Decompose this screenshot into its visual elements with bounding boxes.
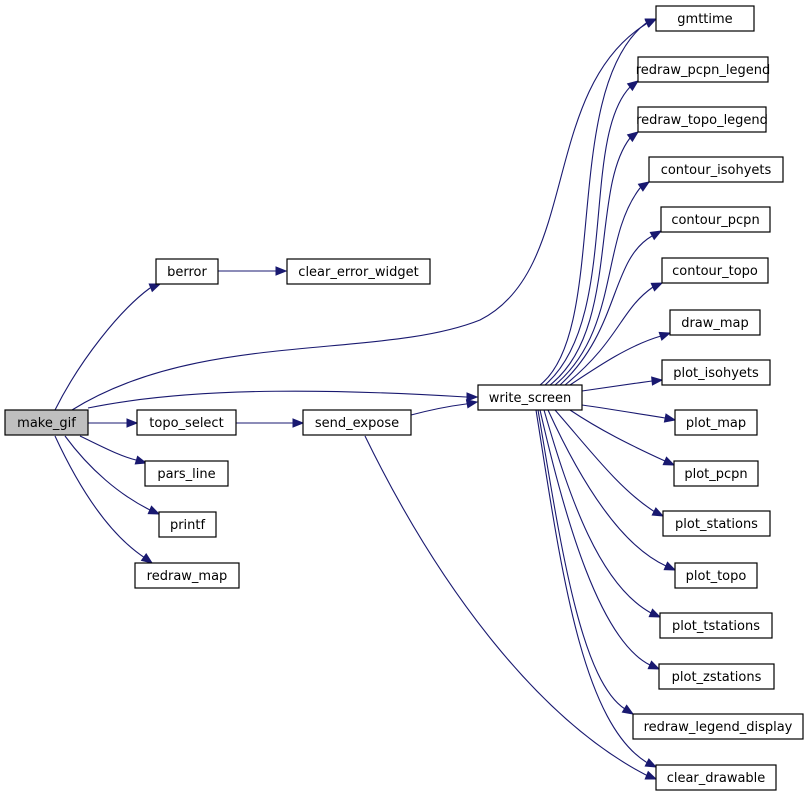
edge-write_screen-redraw_pcpn_legend [544,80,640,386]
edge-send_expose-clear_drawable [364,435,658,780]
edge-write_screen-plot_topo [547,409,677,571]
node-label: make_gif [17,416,76,431]
node-label: draw_map [681,316,749,331]
edge-write_screen-plot_zstations [539,409,661,670]
edge-write_screen-plot_tstations [543,409,662,618]
node-label: write_screen [489,391,571,406]
node-topo-select[interactable]: topo_select [136,409,237,436]
edge-write_screen-plot_map [581,404,677,423]
node-label: plot_zstations [672,670,762,685]
edge-make_gif-gmttime [71,18,658,411]
edge-make_gif-berror [54,283,162,411]
node-label: clear_drawable [667,771,766,786]
edge-write_screen-redraw_legend_display [537,409,635,715]
node-label: redraw_map [147,569,228,584]
edge-write_screen-clear_drawable [535,409,658,768]
edges [54,18,677,780]
edge-write_screen-draw_map [569,331,672,386]
node-label: topo_select [149,416,223,431]
node-plot-map[interactable]: plot_map [674,409,758,436]
node-label: send_expose [315,416,399,431]
node-redraw-legend-display[interactable]: redraw_legend_display [632,713,804,740]
edge-make_gif-topo_select [88,418,139,428]
edge-write_screen-plot_isohyets [581,376,664,392]
edge-make_gif-pars_line [79,435,148,465]
node-write-screen[interactable]: write_screen [477,384,583,411]
node-label: contour_topo [672,264,758,279]
node-label: plot_isohyets [673,366,759,381]
node-pars-line[interactable]: pars_line [144,460,229,487]
node-label: gmttime [677,12,732,27]
edge-write_screen-contour_isohyets [554,181,651,386]
edge-write_screen-plot_pcpn [569,409,676,466]
node-clear-drawable[interactable]: clear_drawable [655,764,777,791]
edge-write_screen-gmttime [539,18,658,386]
node-label: contour_pcpn [671,213,759,228]
edge-write_screen-contour_pcpn [559,230,663,386]
node-clear-error-widget[interactable]: clear_error_widget [286,258,431,285]
node-label: contour_isohyets [661,163,772,178]
node-contour-isohyets[interactable]: contour_isohyets [648,156,784,183]
nodes: make_gif berror clear_error_widget topo_sel… [4,5,804,791]
node-plot-topo[interactable]: plot_topo [674,562,758,589]
edge-make_gif-write_screen [87,390,479,409]
node-label: plot_pcpn [684,467,747,482]
node-label: printf [170,518,206,533]
node-label: pars_line [157,467,215,482]
node-plot-zstations[interactable]: plot_zstations [658,663,775,690]
node-label: redraw_pcpn_legend [636,63,771,78]
node-label: redraw_legend_display [644,720,793,735]
node-contour-topo[interactable]: contour_topo [661,257,769,284]
node-plot-pcpn[interactable]: plot_pcpn [673,460,759,487]
edge-send_expose-write_screen [410,399,479,416]
node-label: berror [167,265,207,280]
edge-make_gif-redraw_map [54,435,154,564]
node-draw-map[interactable]: draw_map [669,309,761,336]
edge-write_screen-contour_topo [564,282,664,386]
node-printf[interactable]: printf [158,511,217,538]
node-label: plot_tstations [672,619,760,634]
node-label: redraw_topo_legend [636,113,768,128]
node-redraw-pcpn-legend[interactable]: redraw_pcpn_legend [636,56,771,83]
node-plot-tstations[interactable]: plot_tstations [659,612,773,639]
node-send-expose[interactable]: send_expose [302,409,412,436]
node-berror[interactable]: berror [155,258,219,285]
node-label: plot_topo [686,569,747,584]
node-redraw-map[interactable]: redraw_map [134,562,240,589]
node-plot-isohyets[interactable]: plot_isohyets [661,359,771,386]
node-make-gif: make_gif [4,409,89,436]
node-gmttime[interactable]: gmttime [655,5,755,32]
node-label: plot_stations [675,517,758,532]
node-label: clear_error_widget [298,265,418,280]
edge-make_gif-printf [64,435,161,515]
edge-berror-clear_error_widget [218,266,288,276]
edge-write_screen-plot_stations [554,409,665,517]
edge-topo_select-send_expose [236,418,305,428]
node-contour-pcpn[interactable]: contour_pcpn [660,206,771,233]
node-plot-stations[interactable]: plot_stations [662,510,771,537]
node-label: plot_map [686,416,746,431]
node-redraw-topo-legend[interactable]: redraw_topo_legend [636,106,768,133]
edge-write_screen-redraw_topo_legend [549,131,640,386]
